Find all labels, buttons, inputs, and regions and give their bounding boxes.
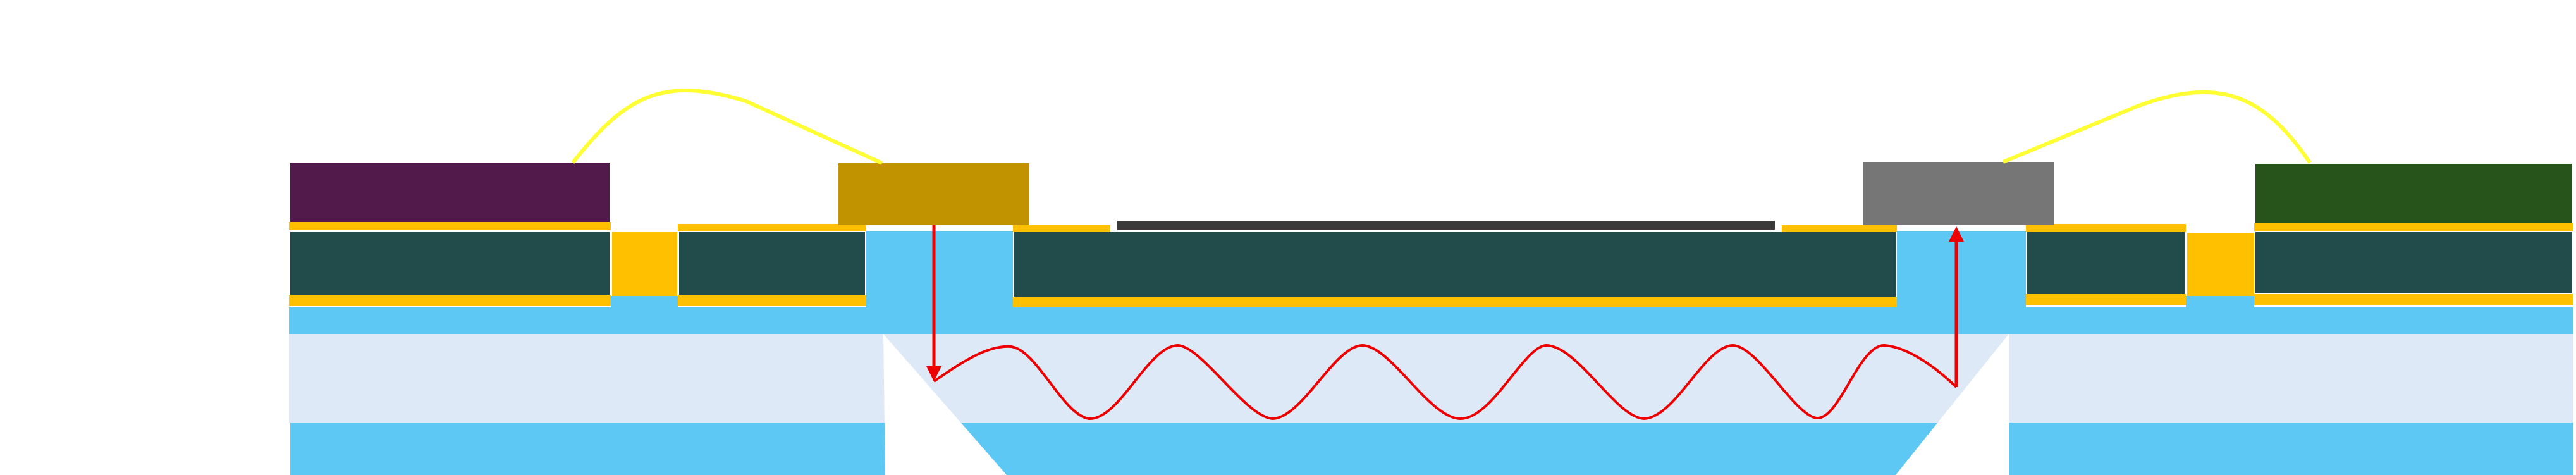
- upper-substrate-band: [289, 307, 2573, 334]
- trench-left: [866, 231, 1013, 307]
- top-pad-a: [678, 224, 866, 231]
- mirror-cut-right: [1896, 334, 2009, 475]
- bottom-pad-b: [2026, 294, 2186, 305]
- via-gold-b: [2187, 233, 2254, 296]
- via-gold-a: [612, 232, 677, 296]
- top-pad-right: [2254, 223, 2573, 231]
- pad-under-emitter: [1013, 225, 1110, 232]
- lower-substrate-middle: [886, 423, 2009, 475]
- trench-gap-b: [2186, 296, 2254, 307]
- trench-gap-a: [611, 296, 678, 307]
- core-layer-middle: [886, 334, 2009, 423]
- electrode-bar: [1117, 221, 1775, 230]
- circuit-block-left: [290, 232, 610, 295]
- wire-bond-icon-right: [2002, 90, 2312, 164]
- circuit-block-center: [1014, 232, 1896, 297]
- bottom-pad-a: [678, 295, 866, 306]
- trench-right: [1897, 231, 2026, 307]
- photodetector-chip: [1863, 162, 2054, 225]
- arrow-up-icon: [1949, 226, 1964, 242]
- sine-wave-icon: [933, 343, 1958, 421]
- receiver-chip-right: [2255, 164, 2572, 223]
- pad-under-detector: [1782, 225, 1897, 232]
- bottom-pad-left: [289, 295, 611, 306]
- wire-bond-icon-left: [571, 89, 883, 165]
- circuit-block-a: [679, 232, 865, 295]
- mirror-cut-left: [883, 334, 1007, 475]
- core-layer-left: [289, 334, 886, 423]
- circuit-block-right: [2255, 232, 2572, 293]
- circuit-block-b: [2027, 232, 2185, 294]
- lower-substrate-left: [290, 423, 886, 475]
- bottom-pad-center: [1013, 297, 1897, 307]
- bottom-pad-right: [2254, 294, 2573, 305]
- top-pad-b: [2026, 224, 2186, 232]
- top-pad-left: [289, 222, 611, 230]
- laser-emitter-chip: [838, 163, 1029, 225]
- arrow-down-icon: [926, 366, 941, 381]
- core-layer-right: [2009, 334, 2573, 423]
- lower-substrate-right: [2009, 423, 2573, 475]
- driver-chip-left: [290, 163, 610, 222]
